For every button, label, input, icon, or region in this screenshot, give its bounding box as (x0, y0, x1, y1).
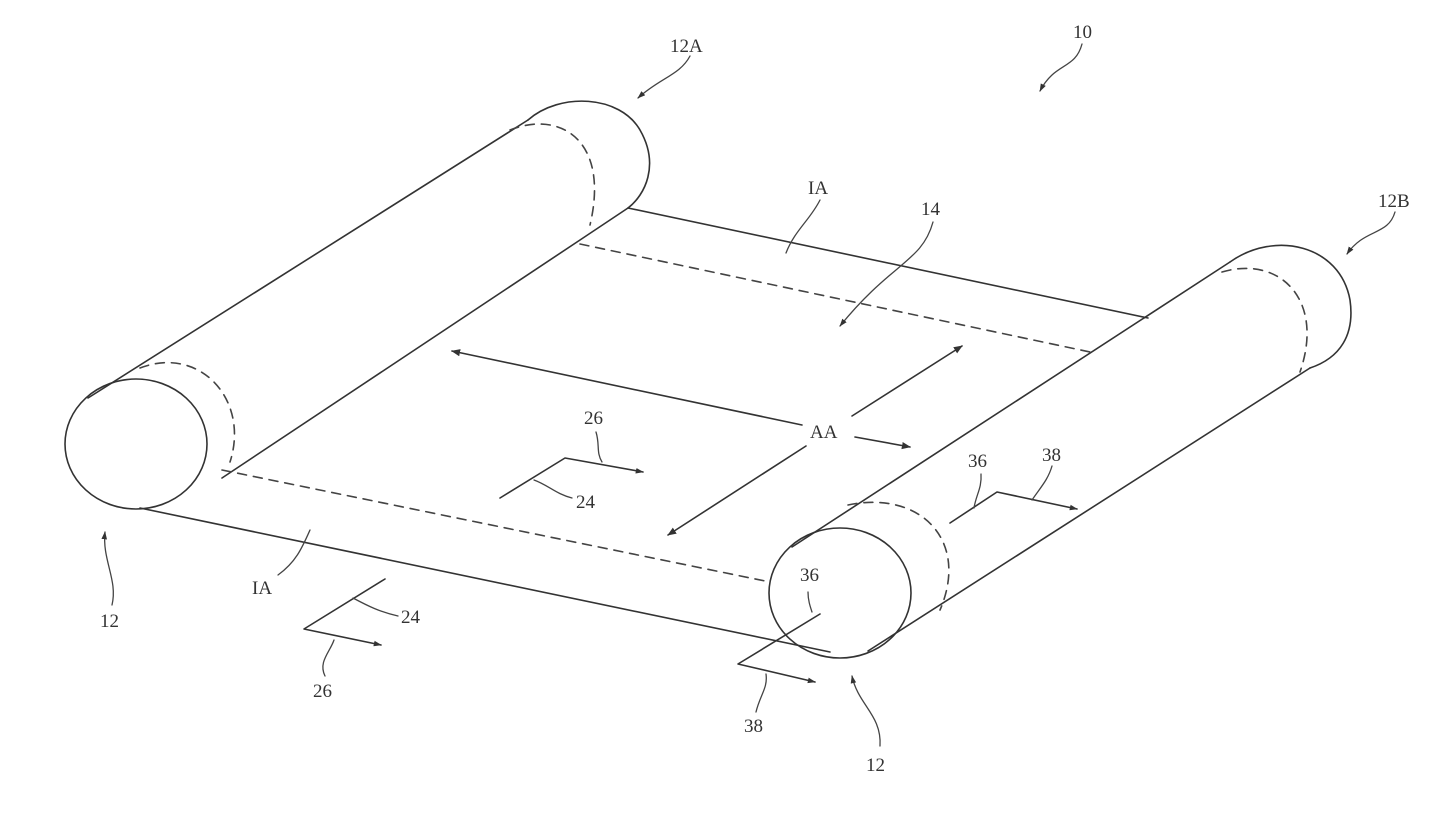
label-36-right: 36 (968, 451, 987, 472)
label-14: 14 (921, 199, 941, 220)
active-area-arrows (451, 345, 963, 536)
display-near-edge (139, 507, 831, 653)
roller-12a (64, 100, 651, 510)
leader-26-center (595, 431, 603, 463)
roller-12b-bottom-edge (867, 367, 1311, 652)
leader-ia-top (785, 199, 821, 254)
roller-12b-hidden-front-curve (847, 501, 950, 611)
leader-12a (637, 55, 691, 99)
label-26-center: 26 (584, 408, 603, 429)
roller-12a-top-edge (87, 119, 529, 399)
label-12-left: 12 (100, 611, 119, 632)
roller-12a-bottom-edge (221, 207, 629, 479)
label-36-front: 36 (800, 565, 819, 586)
label-ia-top: IA (808, 178, 828, 199)
label-aa: AA (810, 422, 838, 443)
roller-12a-back-end (527, 100, 651, 209)
leader-36-right (973, 473, 982, 509)
axis-36-38-right (949, 465, 1078, 524)
label-24-center: 24 (576, 492, 596, 513)
leader-38-front (755, 673, 767, 713)
roller-12b (768, 244, 1352, 659)
label-12b: 12B (1378, 191, 1410, 212)
axis-front-arrow (303, 578, 386, 647)
leader-38-right (1031, 465, 1053, 501)
roller-12b-hidden-back-curve (1221, 267, 1308, 373)
leader-12-left (101, 531, 114, 606)
aa-width-arrow-right (854, 436, 911, 450)
label-12-right: 12 (866, 755, 885, 776)
leader-10 (1039, 43, 1083, 92)
label-24-front: 24 (401, 607, 421, 628)
label-ia-bottom: IA (252, 578, 272, 599)
label-38-front: 38 (744, 716, 763, 737)
roller-12a-hidden-front-curve (139, 361, 236, 463)
label-10: 10 (1073, 22, 1092, 43)
leader-24-center (533, 479, 573, 499)
active-area-far-boundary (579, 243, 1091, 353)
leader-26-front (322, 639, 335, 677)
axis-24-26-front (303, 578, 399, 677)
active-area-near-boundary (221, 469, 771, 583)
axis-center-arrow (499, 457, 644, 499)
roller-12b-front-end (768, 527, 912, 659)
roller-12a-front-end (64, 378, 208, 510)
display-panel (139, 207, 1149, 653)
aa-depth-arrow-upper (851, 345, 963, 417)
leader-14 (839, 221, 934, 327)
axis-front-right-arrow (737, 613, 821, 684)
aa-width-arrow-left (451, 349, 803, 426)
label-38-right: 38 (1042, 445, 1061, 466)
reference-labels: 10 12A 12B IA 14 AA 26 24 36 38 IA 24 26… (100, 22, 1410, 776)
leader-36-front (807, 591, 813, 613)
axis-right-arrow (949, 491, 1078, 524)
leader-ia-bottom (277, 529, 311, 576)
roller-12b-top-edge (791, 261, 1231, 548)
reference-leaders (101, 43, 1396, 747)
leader-12-right (850, 675, 881, 747)
label-26-front: 26 (313, 681, 332, 702)
label-12a: 12A (670, 36, 703, 57)
axis-36-38-front (737, 591, 821, 713)
display-far-edge (627, 207, 1149, 319)
aa-depth-arrow-lower (667, 445, 807, 536)
leader-12b (1346, 211, 1396, 255)
roller-12b-back-end (1229, 244, 1352, 369)
axis-24-26-center (499, 431, 644, 499)
leader-24-front (352, 597, 399, 617)
roller-12a-hidden-back-curve (509, 123, 596, 226)
